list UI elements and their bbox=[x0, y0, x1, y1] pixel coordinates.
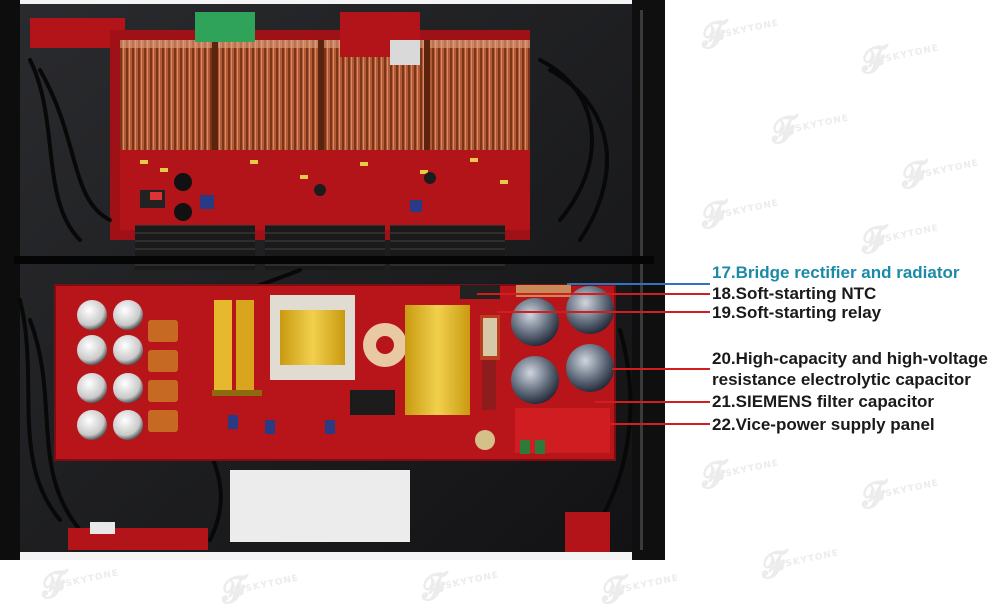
callout-soft-starting-ntc: 18.Soft-starting NTC bbox=[712, 284, 877, 303]
callout-bridge-rectifier: 17.Bridge rectifier and radiator bbox=[712, 263, 960, 282]
watermark-logo: 𝓕SKYTONE bbox=[756, 543, 841, 588]
watermark-logo: 𝓕SKYTONE bbox=[36, 563, 121, 608]
watermark-logo: 𝓕SKYTONE bbox=[856, 218, 941, 263]
watermark-logo: 𝓕SKYTONE bbox=[696, 193, 781, 238]
leader-line bbox=[567, 283, 710, 285]
watermark-logo: 𝓕SKYTONE bbox=[696, 13, 781, 58]
callout-vice-power-supply-panel: 22.Vice-power supply panel bbox=[712, 415, 935, 434]
leader-line bbox=[560, 423, 710, 425]
leader-line bbox=[612, 368, 710, 370]
amplifier-interior-photo bbox=[0, 0, 665, 560]
watermark-logo: 𝓕SKYTONE bbox=[216, 568, 301, 613]
watermark-logo: 𝓕SKYTONE bbox=[596, 568, 681, 613]
leader-line bbox=[477, 293, 710, 295]
watermark-logo: 𝓕SKYTONE bbox=[896, 153, 981, 198]
watermark-logo: 𝓕SKYTONE bbox=[856, 38, 941, 83]
watermark-logo: 𝓕SKYTONE bbox=[416, 565, 501, 610]
watermark-logo: 𝓕SKYTONE bbox=[856, 473, 941, 518]
callout-electrolytic-capacitor-line1: 20.High-capacity and high-voltage bbox=[712, 349, 988, 368]
leader-line bbox=[595, 401, 710, 403]
callout-soft-starting-relay: 19.Soft-starting relay bbox=[712, 303, 882, 322]
watermark-logo: 𝓕SKYTONE bbox=[696, 453, 781, 498]
watermark-logo: 𝓕SKYTONE bbox=[766, 108, 851, 153]
leader-line bbox=[497, 311, 710, 313]
callout-siemens-filter-capacitor: 21.SIEMENS filter capacitor bbox=[712, 392, 935, 411]
callout-electrolytic-capacitor-line2: resistance electrolytic capacitor bbox=[712, 370, 971, 389]
